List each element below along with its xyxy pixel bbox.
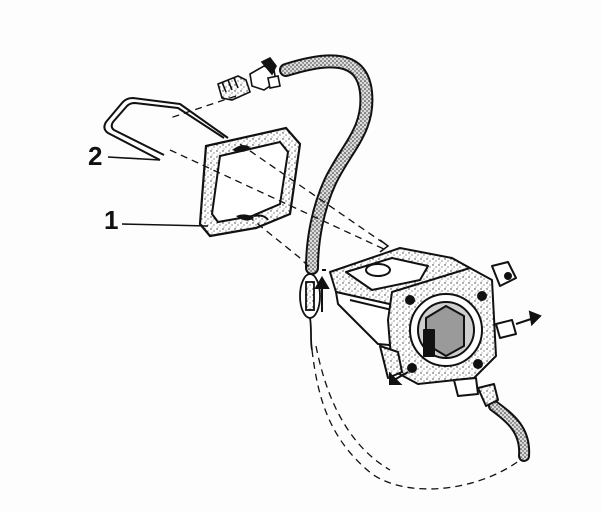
- callout-label-part-2: 2: [88, 141, 103, 171]
- assembly-lines: [169, 95, 521, 490]
- movement-arrows: [314, 269, 542, 385]
- gasket: [198, 126, 302, 238]
- bulb-connector: [217, 56, 281, 101]
- cable-grommet: [299, 273, 321, 351]
- callout-label-part-1: 1: [104, 205, 119, 235]
- callout-leaders: [107, 156, 209, 227]
- headlamp-housing: [329, 247, 517, 407]
- wire-harness: [279, 54, 531, 462]
- wire-clip: [103, 97, 229, 161]
